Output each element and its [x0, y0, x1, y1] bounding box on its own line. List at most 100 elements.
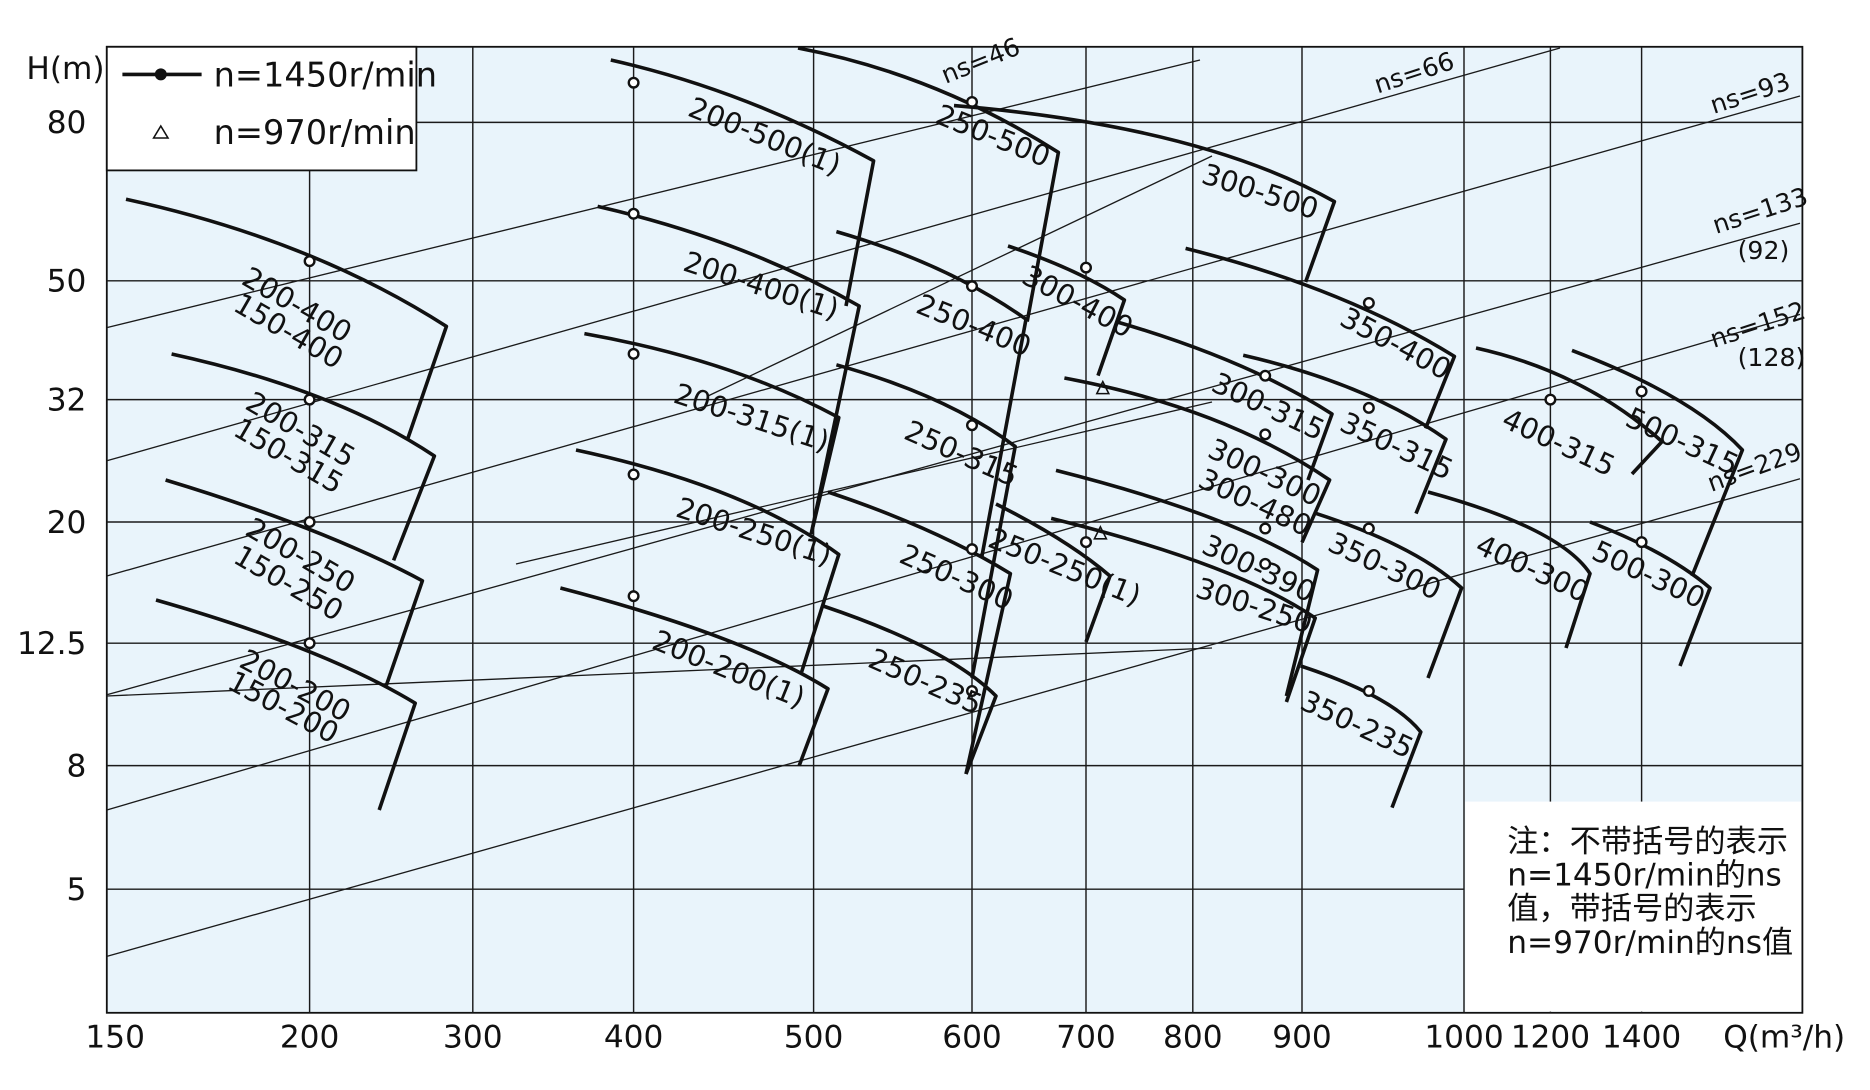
curve-200-200-1-rated-point: [627, 590, 640, 603]
curve-200-500-1-line: [610, 58, 876, 307]
curve-200-200-1-line: [559, 586, 830, 767]
curve-250-250-1-rated-point: [1080, 536, 1093, 549]
ns-line-7: [515, 401, 1213, 565]
ns-line-4: [106, 313, 1801, 811]
curve-350-300-line: [1315, 511, 1464, 679]
curve-250-500-line: [797, 46, 1061, 322]
curve-350-300-rated-point: [1362, 522, 1375, 535]
triangle-marker-0: [1095, 379, 1111, 395]
curve-250-315-rated-point: [966, 419, 979, 432]
x-tick-label: 150: [85, 1020, 145, 1056]
ns-line-6: [707, 155, 1213, 397]
curve-300-315-line: [1115, 319, 1334, 481]
curve-300-250-rated-point: [1259, 557, 1272, 570]
curve-350-400-line: [1185, 246, 1457, 430]
legend-label-1450: n=1450r/min: [214, 55, 437, 94]
ns-line-3: [106, 222, 1801, 696]
y-tick-label: 20: [47, 505, 87, 541]
curve-250-315-line: [835, 363, 1018, 679]
curve-200-400-1-rated-point: [627, 207, 640, 220]
y-tick-label: 5: [67, 872, 87, 908]
x-tick-label: 800: [1163, 1020, 1223, 1056]
curve-200-250-1-rated-point: [627, 468, 640, 481]
x-tick-label: 200: [280, 1020, 340, 1056]
curve-200-315-rated-point: [303, 393, 316, 406]
legend-box: [105, 45, 418, 172]
note-line: 注：不带括号的表示: [1507, 824, 1788, 860]
curve-200-315-1-line: [584, 331, 841, 535]
x-axis-label: Q(m³/h): [1723, 1020, 1845, 1056]
ns-line-2: [106, 95, 1801, 577]
y-tick-label: 32: [47, 382, 87, 418]
curve-250-235-line: [822, 604, 998, 775]
curve-200-400-rated-point: [303, 255, 316, 268]
curve-250-300-rated-point: [966, 543, 979, 556]
curve-250-300-line: [827, 490, 1013, 775]
curve-500-300-line: [1589, 520, 1712, 667]
y-tick-label: 80: [47, 105, 87, 141]
curve-300-390-line: [1055, 468, 1320, 697]
x-tick-label: 1400: [1602, 1020, 1681, 1056]
curve-300-300-line: [1064, 376, 1332, 544]
curve-250-250-1-line: [995, 502, 1112, 643]
curve-200-250-line: [165, 478, 425, 686]
curve-400-300-line: [1427, 490, 1592, 649]
y-tick-label: 12.5: [17, 626, 86, 662]
curve-300-400-line: [1007, 244, 1127, 377]
curve-200-315-1-rated-point: [627, 347, 640, 360]
curve-300-250-line: [1050, 516, 1318, 703]
x-tick-label: 300: [443, 1020, 503, 1056]
curve-350-315-rated-point: [1362, 401, 1375, 414]
x-tick-label: 1200: [1511, 1020, 1590, 1056]
curve-500-315-rated-point: [1635, 385, 1648, 398]
curve-200-500-1-rated-point: [627, 76, 640, 89]
curve-500-300-rated-point: [1635, 536, 1648, 549]
note-line: 值，带括号的表示: [1507, 891, 1757, 927]
curve-500-315-line: [1571, 348, 1745, 577]
curve-250-400-rated-point: [966, 280, 979, 293]
legend-dot-marker: [154, 68, 167, 81]
x-tick-label: 400: [604, 1020, 664, 1056]
legend-triangle-marker: [152, 124, 170, 139]
ns-line-8: [106, 647, 1213, 697]
curve-300-390-rated-point: [1259, 522, 1272, 535]
y-tick-label: 8: [67, 748, 87, 784]
curve-350-400-rated-point: [1362, 296, 1375, 309]
curve-200-200-line: [155, 598, 418, 811]
curve-300-315-rated-point: [1259, 369, 1272, 382]
curve-250-400-line: [835, 229, 1028, 559]
y-axis-label: H(m): [26, 51, 104, 87]
curve-350-235-rated-point: [1362, 685, 1375, 698]
ns-line-1: [106, 47, 1561, 462]
ns-label-4: (92): [1738, 236, 1790, 265]
curve-250-235-rated-point: [966, 685, 979, 698]
legend-label-970: n=970r/min: [214, 113, 416, 152]
ns-line-5: [106, 478, 1801, 958]
x-tick-label: 700: [1056, 1020, 1116, 1056]
curve-200-250-rated-point: [303, 516, 316, 529]
curve-350-315-line: [1242, 353, 1448, 515]
x-tick-label: 900: [1272, 1020, 1332, 1056]
note-line: n=970r/min的ns值: [1507, 925, 1793, 961]
y-tick-label: 50: [47, 264, 87, 300]
ns-line-0: [106, 59, 1201, 329]
x-tick-label: 1000: [1424, 1020, 1503, 1056]
curve-200-400-line: [125, 197, 449, 439]
triangle-marker-1: [1093, 525, 1108, 540]
curve-350-235-line: [1300, 664, 1423, 809]
x-tick-label: 600: [942, 1020, 1002, 1056]
x-tick-label: 500: [784, 1020, 844, 1056]
curve-200-250-1-line: [575, 448, 841, 673]
curve-300-500-line: [953, 103, 1337, 283]
ns-label-6: (128): [1738, 343, 1806, 372]
note-box: [1465, 801, 1802, 1012]
curve-300-300-rated-point: [1259, 428, 1272, 441]
note-line: n=1450r/min的ns: [1507, 858, 1782, 894]
curve-300-400-rated-point: [1080, 261, 1093, 274]
curve-400-315-line: [1475, 346, 1664, 476]
curve-400-315-rated-point: [1544, 393, 1557, 406]
curve-200-200-rated-point: [303, 637, 316, 650]
curve-200-315-line: [171, 352, 437, 562]
